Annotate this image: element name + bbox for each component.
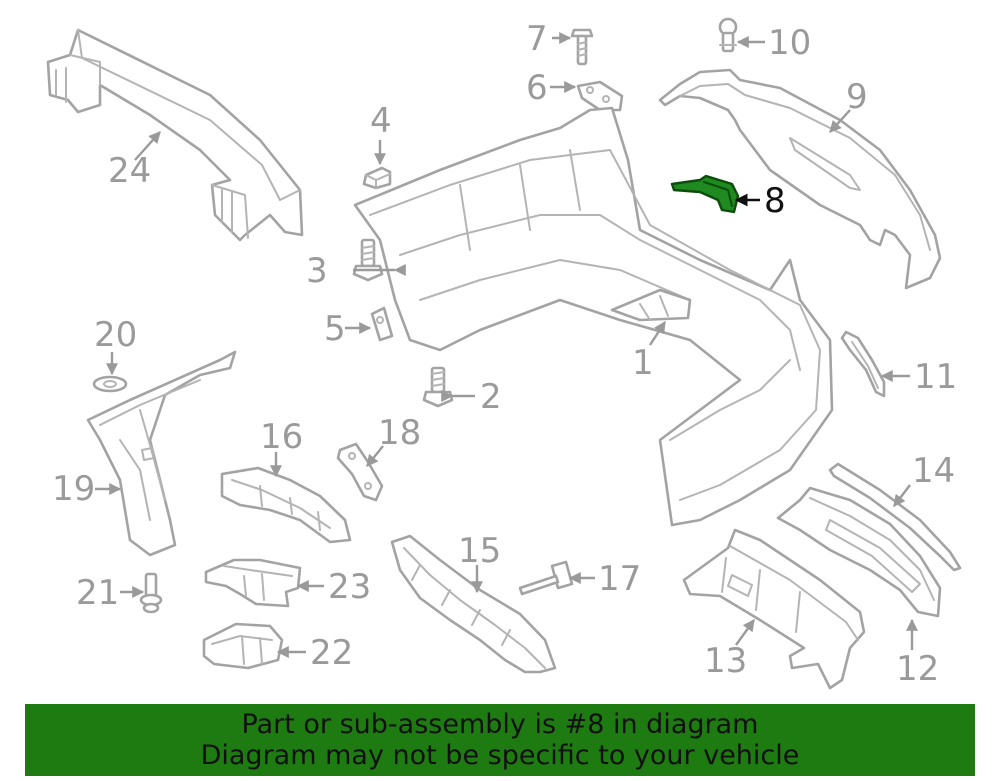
callout-21: 21 bbox=[76, 573, 119, 613]
callout-3: 3 bbox=[306, 251, 328, 291]
callout-2: 2 bbox=[480, 377, 502, 417]
callout-18: 18 bbox=[378, 413, 421, 453]
info-banner: Part or sub-assembly is #8 in diagram Di… bbox=[25, 704, 975, 776]
parts-diagram: 1 2 3 4 5 6 7 8 9 10 11 12 13 14 15 16 1… bbox=[46, 17, 962, 690]
callout-17: 17 bbox=[598, 559, 641, 599]
part-4-clip bbox=[362, 166, 392, 190]
callout-16: 16 bbox=[260, 417, 303, 457]
part-3-bolt bbox=[352, 238, 384, 282]
part-2-bolt bbox=[422, 366, 454, 408]
part-17-stud bbox=[518, 560, 574, 596]
part-5-bracket bbox=[370, 306, 394, 342]
callout-20: 20 bbox=[94, 315, 137, 355]
part-7-screw bbox=[570, 28, 594, 66]
part-24-reinforcement-beam bbox=[46, 28, 304, 242]
part-1-bumper-cover bbox=[353, 106, 834, 527]
callout-4: 4 bbox=[370, 101, 392, 141]
part-9-diffuser bbox=[658, 68, 942, 290]
callout-9: 9 bbox=[846, 77, 868, 117]
leader-lines bbox=[95, 32, 918, 658]
part-22-housing bbox=[202, 622, 284, 670]
callout-7: 7 bbox=[526, 19, 548, 59]
callout-22: 22 bbox=[310, 633, 353, 673]
part-16-absorber-bracket bbox=[220, 466, 352, 544]
part-20-grommet bbox=[92, 375, 128, 393]
callout-13: 13 bbox=[704, 641, 747, 681]
part-13-lower-carrier bbox=[682, 528, 866, 690]
part-11-trim-strip bbox=[840, 330, 886, 398]
part-18-small-bracket bbox=[336, 442, 384, 502]
callout-8: 8 bbox=[764, 181, 786, 221]
callout-19: 19 bbox=[52, 469, 95, 509]
callout-15: 15 bbox=[458, 531, 501, 571]
part-23-mount-bracket bbox=[204, 558, 302, 608]
callout-23: 23 bbox=[328, 567, 371, 607]
part-12-lower-panel bbox=[776, 486, 942, 618]
part-15-energy-absorber bbox=[390, 534, 557, 674]
callout-12: 12 bbox=[896, 649, 939, 689]
callout-1: 1 bbox=[632, 343, 654, 383]
part-8-bracket-highlighted bbox=[670, 174, 740, 214]
callout-6: 6 bbox=[526, 68, 548, 108]
banner-line-2: Diagram may not be specific to your vehi… bbox=[200, 740, 800, 771]
part-19-side-bracket bbox=[86, 350, 237, 557]
callout-14: 14 bbox=[912, 451, 955, 491]
part-6-plate bbox=[576, 80, 624, 112]
callout-labels: 1 2 3 4 5 6 7 8 9 10 11 12 13 14 15 16 1… bbox=[52, 19, 957, 689]
part-10-clip bbox=[718, 17, 738, 53]
callout-11: 11 bbox=[914, 357, 957, 397]
callout-5: 5 bbox=[324, 309, 346, 349]
callout-10: 10 bbox=[768, 23, 811, 63]
part-14-trim-strip bbox=[828, 462, 962, 572]
callout-24: 24 bbox=[108, 151, 151, 191]
part-21-push-pin bbox=[139, 572, 163, 614]
banner-line-1: Part or sub-assembly is #8 in diagram bbox=[241, 709, 759, 740]
